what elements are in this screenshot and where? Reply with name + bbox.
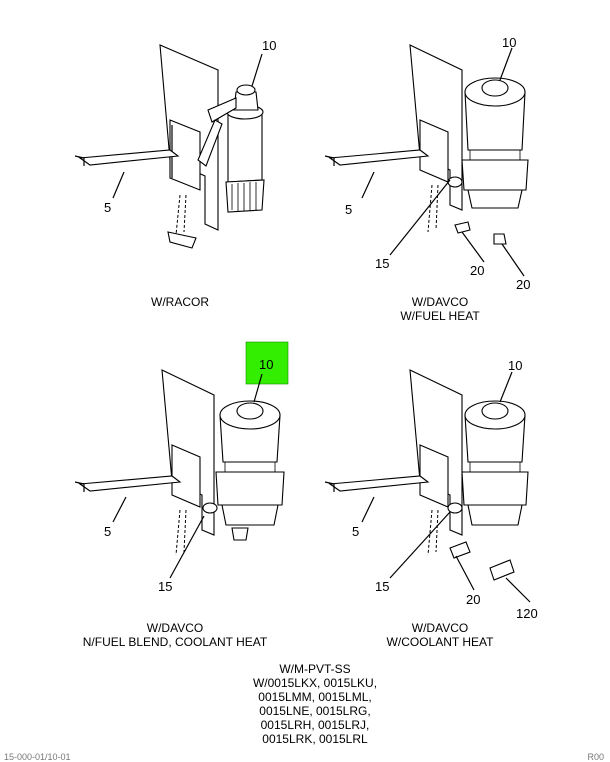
- callout-fuelblend-15: 15: [158, 579, 172, 594]
- callout-coolant-10: 10: [508, 358, 522, 373]
- callout-fuelheat-15: 15: [375, 256, 389, 271]
- view-davco-coolant-heat: 10 5 15 20 120: [324, 358, 538, 621]
- callout-fuelblend-5: 5: [104, 524, 111, 539]
- caption-davco-coolant-heat: W/DAVCO W/COOLANT HEAT: [386, 621, 494, 649]
- caption-davco-fuel-blend: W/DAVCO N/FUEL BLEND, COOLANT HEAT: [82, 621, 268, 649]
- callout-fuelheat-20b: 20: [516, 277, 530, 292]
- callout-coolant-20: 20: [466, 592, 480, 607]
- caption-davco-fuel-heat: W/DAVCO W/FUEL HEAT: [400, 295, 480, 323]
- footer-revision: R00: [587, 752, 604, 762]
- callout-fuelblend-10: 10: [259, 357, 273, 372]
- callout-coolant-15: 15: [375, 579, 389, 594]
- callout-highlight-box: [245, 341, 289, 385]
- view-davco-fuel-blend: 10 5 15: [74, 341, 289, 594]
- view-racor: 10 5: [74, 38, 276, 249]
- applicability-note: W/M-PVT-SS W/0015LKX, 0015LKU, 0015LMM, …: [252, 662, 378, 746]
- callout-fuelheat-20a: 20: [470, 263, 484, 278]
- caption-racor: W/RACOR: [151, 295, 209, 309]
- callout-fuelheat-5: 5: [345, 202, 352, 217]
- callout-coolant-5: 5: [352, 524, 359, 539]
- callout-racor-5: 5: [104, 200, 111, 215]
- callout-fuelheat-10: 10: [502, 35, 516, 50]
- callout-coolant-120: 120: [516, 606, 538, 621]
- callout-racor-10: 10: [262, 38, 276, 53]
- footer-drawing-number: 15-000-01/10-01: [4, 752, 71, 762]
- view-davco-fuel-heat: 10 5 15 20 20: [324, 35, 530, 292]
